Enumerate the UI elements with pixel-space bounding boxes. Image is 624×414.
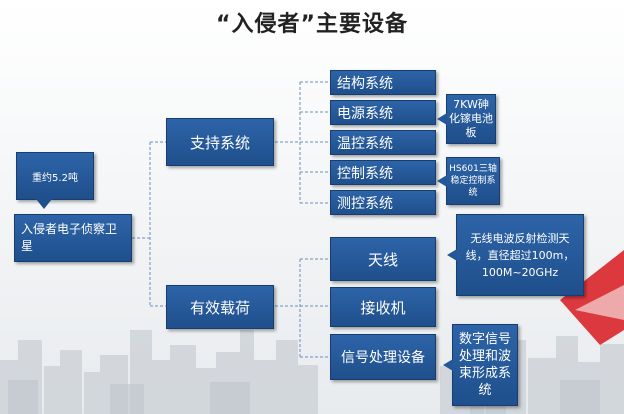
payload-receiver: 接收机 <box>330 287 436 327</box>
support-system-node: 支持系统 <box>166 118 274 166</box>
payload-label: 有效载荷 <box>189 298 250 317</box>
antenna-note: 无线电波反射检测天线，直径超过100m，100M~20GHz <box>465 231 575 279</box>
satellite-label: 入侵者电子侦察卫星 <box>21 222 118 253</box>
power-note-callout: 7KW砷化镓电池板 <box>437 94 496 144</box>
subsystem-power: 电源系统 <box>330 100 436 125</box>
payload-node: 有效载荷 <box>166 285 274 329</box>
subsystem-ttc: 测控系统 <box>330 190 436 215</box>
signal-note: 数字信号处理和波束形成系统 <box>458 332 511 398</box>
control-note-callout: HS601三轴稳定控制系统 <box>437 157 500 205</box>
signal-note-callout: 数字信号处理和波束形成系统 <box>443 324 518 406</box>
payload-antenna: 天线 <box>330 237 436 281</box>
payload-signal-processing: 信号处理设备 <box>330 334 436 380</box>
weight-callout: 重约5.2吨 <box>16 152 94 209</box>
subsystem-structure: 结构系统 <box>330 70 436 95</box>
subsystem-thermal: 温控系统 <box>330 130 436 155</box>
power-note: 7KW砷化镓电池板 <box>449 98 493 139</box>
control-note: HS601三轴稳定控制系统 <box>449 164 497 198</box>
antenna-note-callout: 无线电波反射检测天线，直径超过100m，100M~20GHz <box>447 214 584 296</box>
page-title: “入侵者”主要设备 <box>216 12 408 37</box>
subsystem-control: 控制系统 <box>330 160 436 185</box>
satellite-node: 入侵者电子侦察卫星 <box>14 214 132 262</box>
support-system-label: 支持系统 <box>189 133 250 152</box>
weight-note: 重约5.2吨 <box>32 172 78 184</box>
